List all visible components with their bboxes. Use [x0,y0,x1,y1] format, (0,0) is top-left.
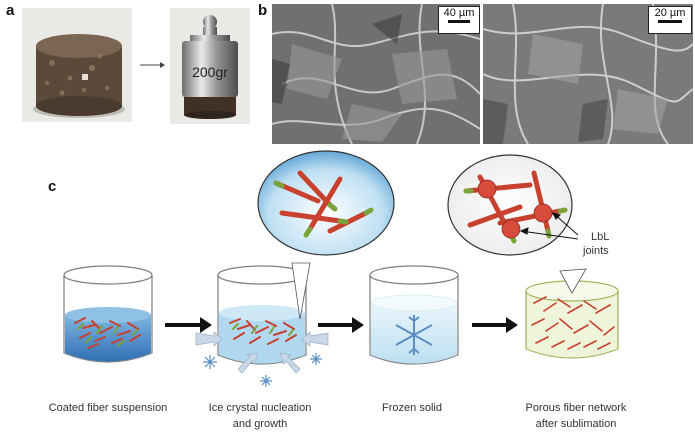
process-arrow-3 [472,317,518,333]
porous-cylinder-image [22,8,132,122]
stage-caption-2-line1: Ice crystal nucleation [190,400,330,416]
stage-caption-4-line2: after sublimation [506,416,646,432]
weight-label: 200gr [170,64,250,80]
panel-label-b: b [258,2,267,19]
process-arrow-2 [318,317,364,333]
beaker-nucleation [196,151,394,387]
stage-caption-2-line2: and growth [190,416,330,432]
stage-caption-1: Coated fiber suspension [28,400,188,416]
panel-label-a: a [6,2,14,19]
stage-caption-2: Ice crystal nucleation and growth [190,400,330,432]
scale-label-left: 40 µm [439,7,479,19]
arrow-icon [139,60,165,70]
beaker-frozen [370,266,458,364]
stage-caption-1-line1: Coated fiber suspension [28,400,188,416]
weight-photo: 200gr [170,8,250,124]
annotation-line1: LbL [583,230,643,244]
stage-caption-3-line1: Frozen solid [362,400,462,416]
stage-caption-4-line1: Porous fiber network [506,400,646,416]
scale-bar-right: 20 µm [648,6,692,34]
scale-label-right: 20 µm [649,7,691,19]
beaker-suspension [64,266,152,362]
sample-photo [22,8,132,122]
scale-bar-left: 40 µm [438,6,480,34]
annotation-line2: joints [583,244,643,258]
stage-caption-4: Porous fiber network after sublimation [506,400,646,432]
process-arrow-1 [165,317,212,333]
freeze-casting-schematic [0,143,695,433]
stage-caption-3: Frozen solid [362,400,462,416]
annotation-label: LbL joints [583,230,643,258]
